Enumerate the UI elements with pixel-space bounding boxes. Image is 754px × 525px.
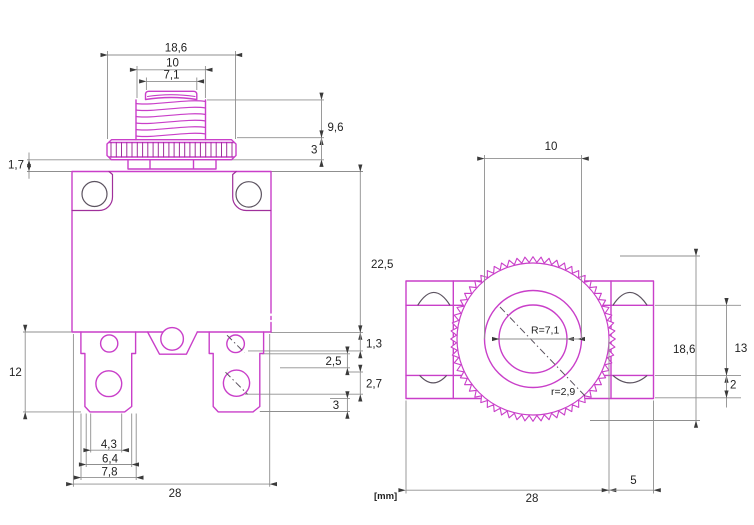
front-view-extension-lines: [23, 51, 363, 487]
terminal-left-hole-large: [95, 370, 123, 398]
dim-label-collar-height: 1,7: [8, 160, 24, 172]
units-label: [mm]: [374, 491, 397, 502]
push-button-cap-dome: [146, 94, 196, 98]
terminal-right-hole-axes: [225, 334, 248, 395]
dim-label-side-depth: 5: [630, 475, 636, 487]
breaker-front-outline: [71, 90, 272, 413]
corner-slot-arc-bottom-right: [612, 374, 648, 384]
dim-label-terminal-lower-width: 6,4: [102, 453, 119, 465]
terminal-right: [208, 331, 265, 413]
collar-outline: [127, 159, 217, 170]
terminal-left-hole-small: [99, 334, 119, 353]
dim-label-knob-flat-width: 10: [545, 141, 558, 153]
top-view-dimension-lines: [398, 156, 729, 493]
front-view-dimension-labels: 18,6 10 7,1 9,6 3 1,7 22,5 12 1,3 2,5 2,…: [8, 43, 393, 501]
dim-label-body-width: 28: [169, 488, 182, 500]
terminal-right-hole-large: [222, 369, 251, 398]
top-view-knob: R=7,1 r=2,9: [450, 256, 616, 422]
dim-label-thread-width: 10: [166, 58, 179, 70]
dim-label-top-body-width: 28: [526, 493, 539, 505]
label-fillet-radius: r=2,9: [551, 386, 575, 398]
dim-label-tip-clearance: 3: [333, 400, 339, 412]
terminal-right-hole-small: [226, 334, 246, 354]
knurl-lines: [110, 142, 233, 158]
centre-bump-circle: [160, 326, 185, 351]
thread-sides: [135, 99, 207, 141]
top-view-dimension-labels: 10 18,6 13 2 5 28: [526, 141, 748, 505]
corner-slot-arc-bottom-left: [419, 374, 448, 384]
dim-label-body-depth: 13: [735, 343, 748, 355]
label-button-radius: R=7,1: [531, 325, 559, 337]
dim-label-step-offset: 1,3: [366, 339, 382, 351]
mounting-pocket-right: [232, 170, 272, 212]
push-button-cap: [144, 90, 198, 101]
dim-label-hole-gap: 2,5: [326, 356, 342, 368]
dim-label-terminal-length: 12: [9, 367, 22, 379]
body-outline: [71, 170, 272, 333]
knurled-nut-bands: [108, 141, 235, 158]
dim-label-terminal-upper-width: 7,8: [102, 466, 118, 478]
corner-slot-arc-top-left: [417, 291, 451, 306]
centre-bump: [146, 331, 198, 355]
terminal-left: [80, 331, 137, 413]
dim-label-thread-height: 9,6: [328, 122, 344, 134]
mounting-hole-left: [81, 180, 108, 208]
dim-label-knob-diameter: 18,6: [673, 344, 695, 356]
dim-label-tip-width: 4,3: [101, 439, 117, 451]
front-view: 18,6 10 7,1 9,6 3 1,7 22,5 12 1,3 2,5 2,…: [8, 43, 393, 501]
dim-label-nut-height: 3: [311, 145, 317, 157]
dim-label-hole-diameter: 2,7: [366, 379, 382, 391]
dim-label-body-height: 22,5: [371, 259, 393, 271]
dim-label-button-width: 7,1: [164, 70, 180, 82]
knurled-nut-outline: [106, 139, 237, 161]
dim-label-ledge-depth: 2: [730, 380, 736, 392]
thread-coils: [135, 100, 207, 138]
corner-slot-arc-top-right: [612, 291, 648, 306]
front-view-dimension-lines: [23, 52, 363, 487]
centre-diagonal-axis: [499, 306, 588, 399]
mounting-hole-right: [235, 181, 262, 208]
mounting-pocket-left: [71, 170, 114, 212]
top-view: R=7,1 r=2,9 10: [374, 141, 747, 505]
dim-label-nut-width: 18,6: [165, 43, 187, 55]
